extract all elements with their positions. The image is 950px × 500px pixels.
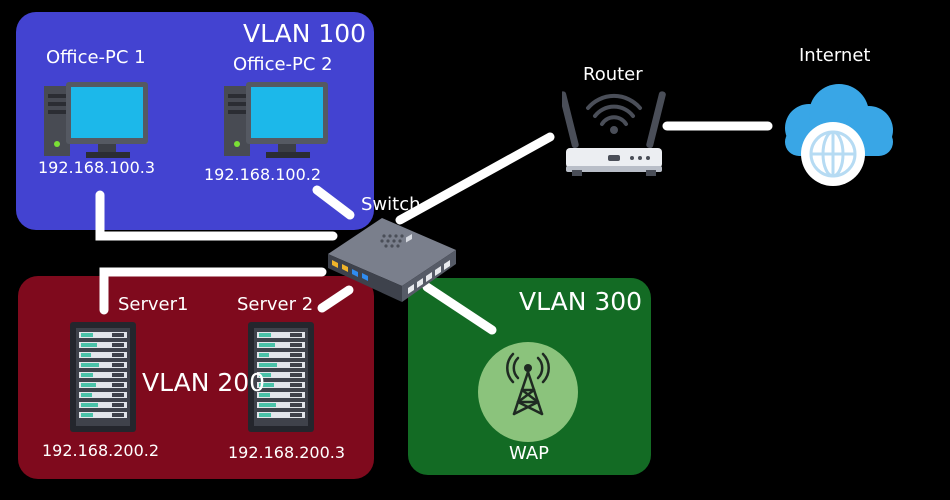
link-server2-switch — [317, 285, 354, 313]
vlan-200-label: VLAN 200 — [142, 368, 266, 397]
server-2-ip: 192.168.200.3 — [228, 443, 346, 462]
vlan-100-label: VLAN 100 — [243, 19, 367, 48]
desktop-pc-icon — [224, 82, 328, 158]
network-switch-icon — [328, 218, 456, 302]
internet-label: Internet — [799, 45, 871, 66]
office-pc-1-label: Office-PC 1 — [46, 47, 146, 68]
switch-label: Switch — [361, 194, 421, 215]
desktop-pc-icon — [44, 82, 148, 158]
office-pc-1-ip: 192.168.100.3 — [38, 158, 156, 177]
link-server1-switch — [99, 267, 327, 315]
router-label: Router — [583, 64, 643, 85]
wireless-router-icon — [562, 91, 666, 176]
wireless-tower-icon — [478, 342, 578, 442]
cloud-globe-icon — [785, 84, 893, 186]
link-pc2-switch — [312, 185, 355, 220]
server-2-label: Server 2 — [237, 294, 314, 315]
vlan-300-label: VLAN 300 — [519, 287, 643, 316]
wap-label: WAP — [509, 443, 549, 464]
link-pc1-switch — [95, 190, 338, 241]
link-switch-wap — [422, 282, 497, 335]
server-rack-icon — [248, 322, 314, 432]
server-1-ip: 192.168.200.2 — [42, 441, 160, 460]
office-pc-2-ip: 192.168.100.2 — [204, 165, 322, 184]
server-1-label: Server1 — [118, 294, 189, 315]
office-pc-2-label: Office-PC 2 — [233, 54, 333, 75]
link-switch-router — [395, 132, 555, 225]
server-rack-icon — [70, 322, 136, 432]
